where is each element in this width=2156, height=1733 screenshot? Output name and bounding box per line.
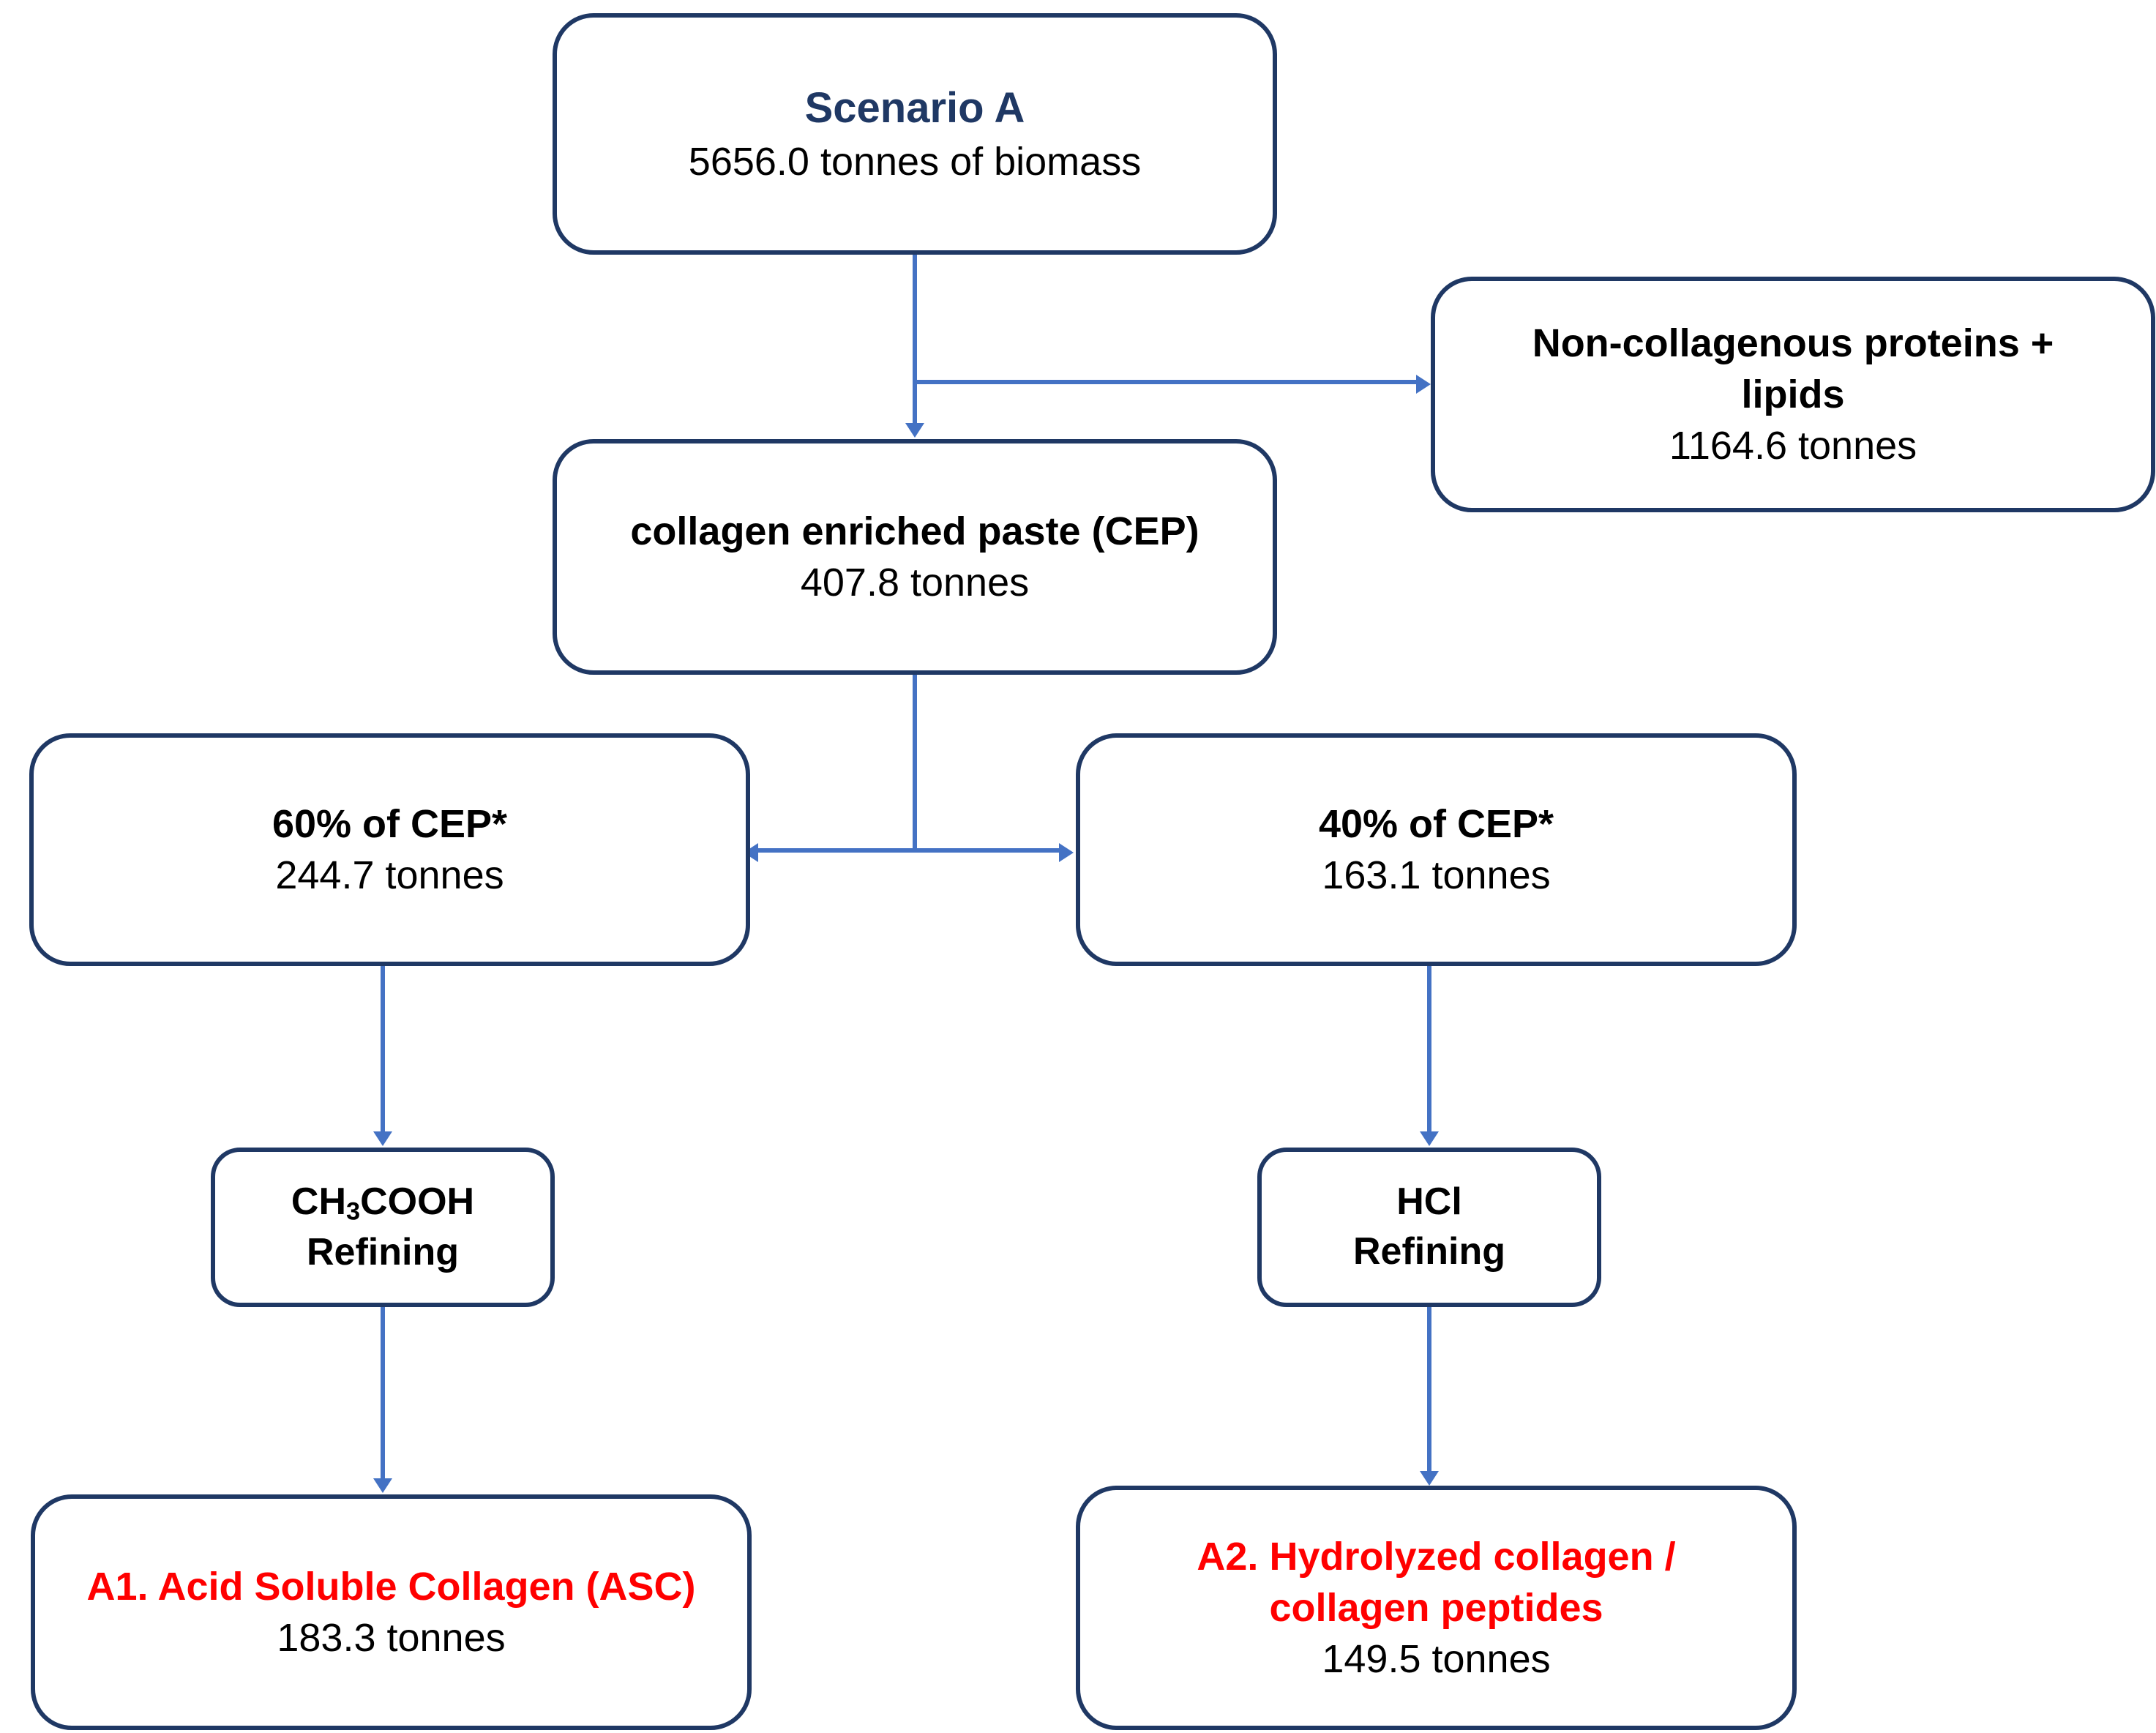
connector-refining-acetic-to-a1 [381, 1307, 385, 1480]
connector-refining-hcl-to-a2 [1427, 1307, 1431, 1472]
cep-title: collagen enriched paste (CEP) [630, 509, 1199, 553]
split-left-value: 244.7 tonnes [275, 853, 504, 897]
connector-60-to-refining-acetic [381, 966, 385, 1133]
arrowhead-refining-hcl-to-a2 [1420, 1471, 1439, 1486]
connector-split-to-60 [755, 848, 915, 853]
arrowhead-split-to-40 [1059, 843, 1074, 862]
node-cep-split-60[interactable]: 60% of CEP* 244.7 tonnes [29, 733, 750, 966]
refine-left-reagent-pre: CH [291, 1180, 346, 1223]
arrowhead-refining-acetic-to-a1 [373, 1478, 392, 1493]
byproduct-value: 1164.6 tonnes [1669, 424, 1917, 468]
node-refining-acetic-acid[interactable]: CH3COOH Refining [211, 1148, 555, 1307]
product-a2-title-line1: A2. Hydrolyzed collagen / [1197, 1534, 1676, 1579]
node-product-a2-hydrolyzed[interactable]: A2. Hydrolyzed collagen / collagen pepti… [1076, 1486, 1797, 1730]
byproduct-title-line1: Non-collagenous proteins + [1532, 321, 2054, 365]
refine-left-reagent-subscript: 3 [346, 1197, 361, 1226]
node-refining-hcl[interactable]: HCl Refining [1257, 1148, 1601, 1307]
connector-scenario-to-cep [913, 255, 917, 424]
arrowhead-scenario-to-cep [905, 423, 924, 438]
node-non-collagenous-byproduct[interactable]: Non-collagenous proteins + lipids 1164.6… [1431, 277, 2155, 512]
refine-left-reagent: CH3COOH [234, 1178, 531, 1228]
split-right-value: 163.1 tonnes [1322, 853, 1551, 897]
product-a2-value: 149.5 tonnes [1322, 1637, 1551, 1682]
product-a2-title-line2: collagen peptides [1269, 1585, 1603, 1630]
arrowhead-scenario-to-byproduct [1416, 375, 1431, 394]
refine-left-reagent-post: COOH [360, 1180, 475, 1223]
refine-right-process: Refining [1353, 1230, 1505, 1273]
refine-left-process: Refining [307, 1230, 459, 1273]
connector-cep-to-split [913, 675, 917, 850]
node-scenario-a[interactable]: Scenario A 5656.0 tonnes of biomass [553, 13, 1277, 255]
byproduct-title-line2: lipids [1741, 372, 1845, 416]
connector-split-to-40 [913, 848, 1060, 853]
refine-right-reagent: HCl [1396, 1180, 1462, 1224]
node-cep-split-40[interactable]: 40% of CEP* 163.1 tonnes [1076, 733, 1797, 966]
split-right-title: 40% of CEP* [1318, 801, 1554, 846]
node-product-a1-asc[interactable]: A1. Acid Soluble Collagen (ASC) 183.3 to… [31, 1494, 752, 1730]
arrowhead-60-to-refining-acetic [373, 1131, 392, 1146]
arrowhead-40-to-refining-hcl [1420, 1131, 1439, 1146]
scenario-title: Scenario A [804, 84, 1025, 132]
connector-40-to-refining-hcl [1427, 966, 1431, 1133]
connector-scenario-to-byproduct [913, 380, 1418, 384]
split-left-title: 60% of CEP* [272, 801, 508, 846]
node-collagen-enriched-paste[interactable]: collagen enriched paste (CEP) 407.8 tonn… [553, 439, 1277, 675]
scenario-value: 5656.0 tonnes of biomass [688, 139, 1142, 184]
product-a1-value: 183.3 tonnes [277, 1616, 506, 1660]
product-a1-title: A1. Acid Soluble Collagen (ASC) [86, 1564, 696, 1609]
cep-value: 407.8 tonnes [800, 561, 1030, 605]
